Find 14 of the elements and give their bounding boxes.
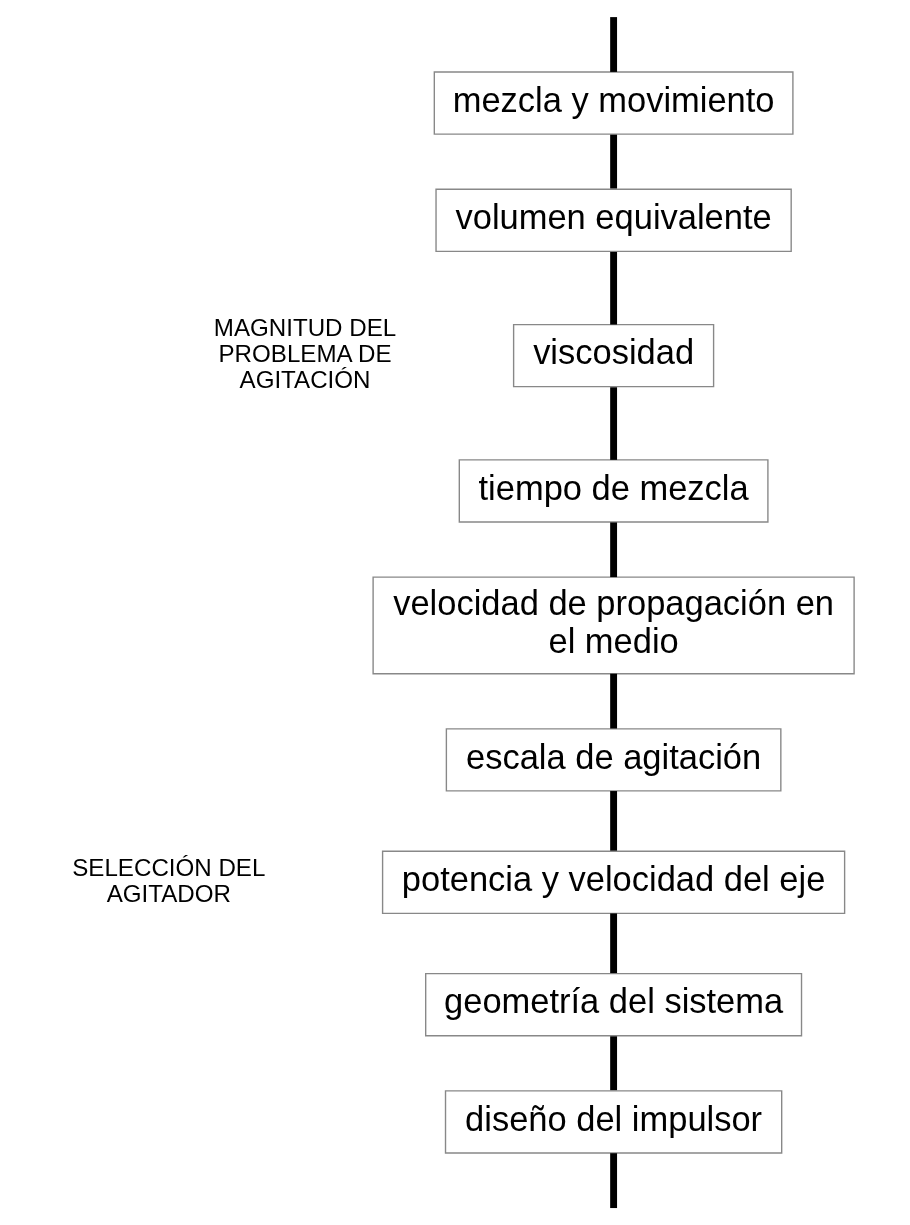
label: MAGNITUD DEL PROBLEMA DE AGITACIÓN	[213, 314, 397, 393]
node-box: escala de agitación	[445, 728, 782, 792]
node-box: volumen equivalente	[435, 188, 792, 252]
connector	[610, 673, 618, 729]
node-box: tiempo de mezcla	[458, 459, 769, 523]
label: SELECCIÓN DEL AGITADOR	[72, 853, 266, 907]
node-box: geometría del sistema	[425, 973, 803, 1037]
node-box: diseño del impulsor	[444, 1090, 783, 1154]
node-box: viscosidad	[512, 323, 715, 388]
node-box: velocidad de propagación en el medio	[372, 576, 855, 675]
connector	[610, 134, 618, 189]
node-box: mezcla y movimiento	[433, 71, 794, 135]
connector	[610, 251, 618, 325]
node-box: potencia y velocidad del eje	[381, 850, 846, 915]
